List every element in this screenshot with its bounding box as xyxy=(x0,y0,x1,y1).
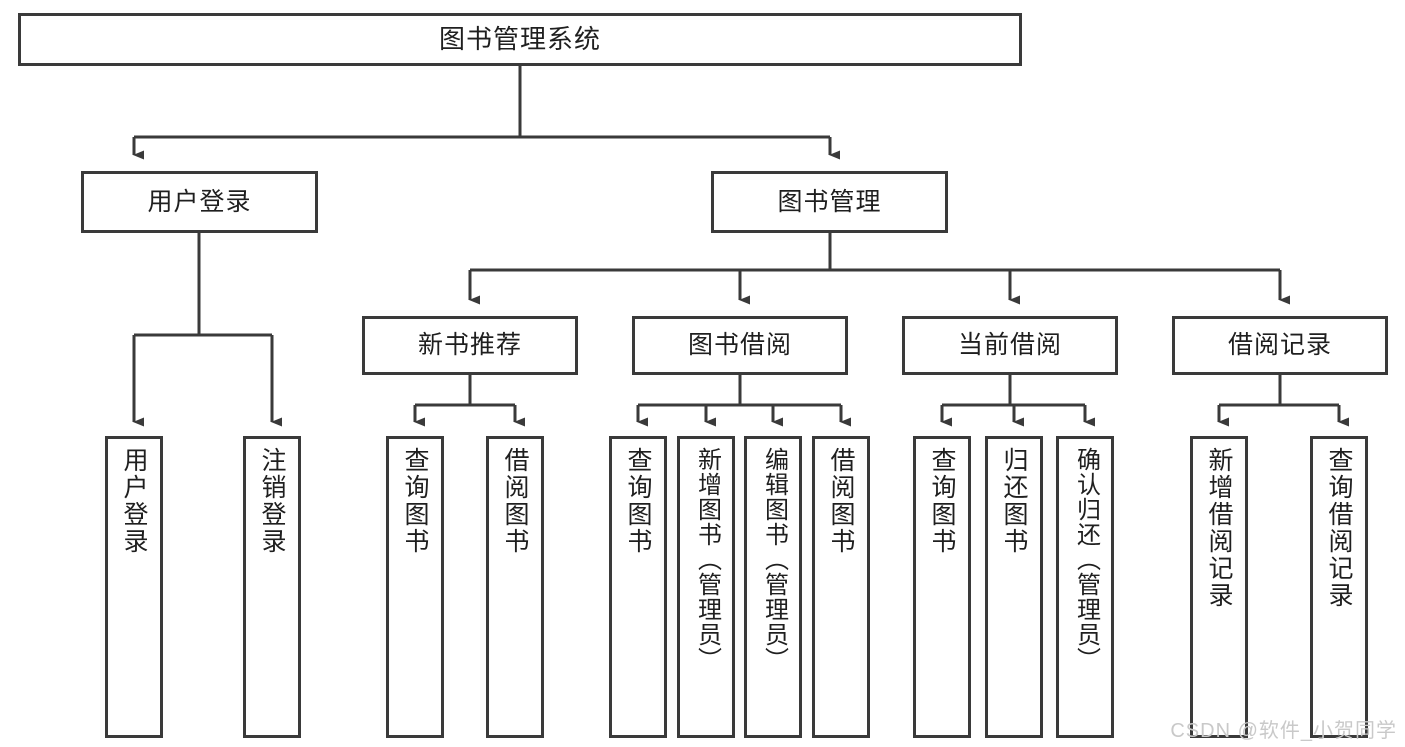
leaf-user-login-label: 用户登录 xyxy=(120,447,148,555)
csdn-watermark: CSDN @软件_小贺同学 xyxy=(1170,720,1397,742)
node-current-borrow[interactable]: 当前借阅 xyxy=(902,316,1118,375)
leaf-query-book-current-label: 查询图书 xyxy=(928,447,956,555)
leaf-logout-login-label: 注销登录 xyxy=(258,447,286,555)
node-borrow-records[interactable]: 借阅记录 xyxy=(1172,316,1388,375)
leaf-borrow-book-recommend-label: 借阅图书 xyxy=(501,447,529,555)
leaf-logout-login[interactable]: 注销登录 xyxy=(243,436,301,738)
leaf-edit-book-admin-label: 编辑图书（管理员） xyxy=(760,447,788,672)
leaf-confirm-return-admin-label: 确认归还（管理员） xyxy=(1072,447,1100,672)
node-book-borrow[interactable]: 图书借阅 xyxy=(632,316,848,375)
node-book-management[interactable]: 图书管理 xyxy=(711,171,948,233)
leaf-add-borrow-record-label: 新增借阅记录 xyxy=(1205,447,1233,609)
leaf-add-book-admin-label: 新增图书（管理员） xyxy=(693,447,721,672)
leaf-query-book-current[interactable]: 查询图书 xyxy=(913,436,971,738)
node-book-borrow-label: 图书借阅 xyxy=(687,331,792,360)
leaf-return-book[interactable]: 归还图书 xyxy=(985,436,1043,738)
leaf-user-login[interactable]: 用户登录 xyxy=(105,436,163,738)
edge-currentborrow-to-leaves xyxy=(940,375,1095,427)
edge-root-to-level2 xyxy=(132,66,840,160)
leaf-query-book-borrow[interactable]: 查询图书 xyxy=(609,436,667,738)
edge-bookborrow-to-leaves xyxy=(636,375,851,427)
leaf-add-book-admin[interactable]: 新增图书（管理员） xyxy=(677,436,735,738)
node-user-login-label: 用户登录 xyxy=(147,187,252,216)
leaf-query-book-recommend[interactable]: 查询图书 xyxy=(386,436,444,738)
node-root[interactable]: 图书管理系统 xyxy=(18,13,1022,66)
leaf-query-book-borrow-label: 查询图书 xyxy=(624,447,652,555)
node-user-login[interactable]: 用户登录 xyxy=(81,171,318,233)
node-new-book-recommend-label: 新书推荐 xyxy=(417,331,522,360)
leaf-return-book-label: 归还图书 xyxy=(1000,447,1028,555)
leaf-edit-book-admin[interactable]: 编辑图书（管理员） xyxy=(744,436,802,738)
leaf-query-borrow-record-label: 查询借阅记录 xyxy=(1325,447,1353,609)
node-new-book-recommend[interactable]: 新书推荐 xyxy=(362,316,578,375)
leaf-confirm-return-admin[interactable]: 确认归还（管理员） xyxy=(1056,436,1114,738)
leaf-borrow-book-label: 借阅图书 xyxy=(827,447,855,555)
node-book-management-label: 图书管理 xyxy=(777,187,882,216)
edge-bookmgmt-to-level3 xyxy=(468,233,1290,305)
node-root-label: 图书管理系统 xyxy=(438,23,601,54)
leaf-query-book-recommend-label: 查询图书 xyxy=(401,447,429,555)
node-borrow-records-label: 借阅记录 xyxy=(1227,331,1332,360)
leaf-borrow-book-recommend[interactable]: 借阅图书 xyxy=(486,436,544,738)
edge-newbook-to-leaves xyxy=(413,375,525,427)
edge-borrowrecords-to-leaves xyxy=(1217,375,1349,427)
edge-userlogin-to-leaves xyxy=(132,233,282,427)
node-current-borrow-label: 当前借阅 xyxy=(957,331,1062,360)
leaf-add-borrow-record[interactable]: 新增借阅记录 xyxy=(1190,436,1248,738)
leaf-query-borrow-record[interactable]: 查询借阅记录 xyxy=(1310,436,1368,738)
leaf-borrow-book[interactable]: 借阅图书 xyxy=(812,436,870,738)
